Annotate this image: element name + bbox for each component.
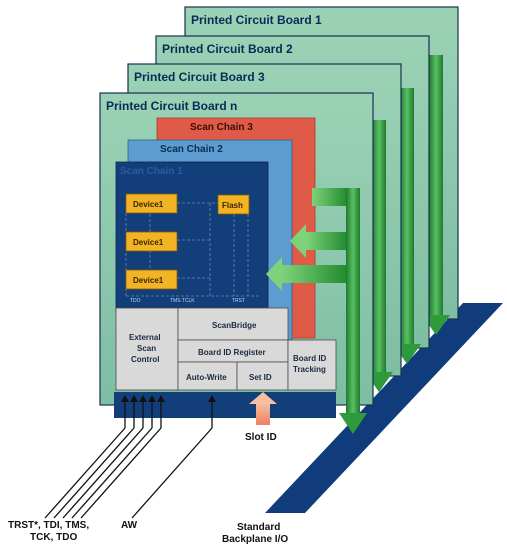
jtag-signal-arrowheads xyxy=(121,395,165,402)
external-scan-control-line3: Control xyxy=(131,355,159,364)
auto-write-label: Auto-Write xyxy=(186,373,227,382)
scan-chain-1-title: Scan Chain 1 xyxy=(120,166,183,177)
set-id-label: Set ID xyxy=(249,373,272,382)
backplane-label-line1: Standard xyxy=(237,522,280,533)
device-2-label: Device1 xyxy=(133,238,164,247)
board-3-title: Printed Circuit Board 3 xyxy=(134,70,265,84)
scan-chain-2-title: Scan Chain 2 xyxy=(160,144,223,155)
backplane xyxy=(265,303,503,513)
board-id-register-label: Board ID Register xyxy=(198,348,266,357)
board-1-connector-arrow xyxy=(429,55,443,315)
device-3-label: Device1 xyxy=(133,276,164,285)
svg-text:TDO: TDO xyxy=(130,298,141,304)
external-scan-control-line1: External xyxy=(129,333,161,342)
board-id-tracking-line2: Tracking xyxy=(293,365,326,374)
board-3-connector-arrow xyxy=(372,120,386,372)
board-id-tracking-line1: Board ID xyxy=(293,354,327,363)
green-arrow-1 xyxy=(312,188,348,206)
external-scan-control-line2: Scan xyxy=(137,344,156,353)
backplane-label-line2: Backplane I/O xyxy=(222,534,288,545)
slot-id-arrow xyxy=(249,392,277,425)
aw-signal-arrowhead xyxy=(208,395,216,402)
scanbridge-box xyxy=(177,307,289,341)
device-3-box xyxy=(125,269,178,290)
svg-text:TRST: TRST xyxy=(232,298,245,304)
flash-box xyxy=(217,194,250,215)
jtag-signals-line1: TRST*, TDI, TMS, xyxy=(8,520,89,531)
device-1-box xyxy=(125,193,178,214)
auto-write-box xyxy=(177,361,238,391)
board-n-connector-arrow xyxy=(346,188,360,413)
device-2-box xyxy=(125,231,178,252)
external-scan-control-box xyxy=(115,307,179,391)
flash-label: Flash xyxy=(222,201,243,210)
board-id-tracking-box xyxy=(287,339,337,391)
scan-chain-3-title: Scan Chain 3 xyxy=(190,122,253,133)
jtag-signals-line2: TCK, TDO xyxy=(30,532,77,543)
board-n-bus-band xyxy=(114,392,336,418)
board-2-title: Printed Circuit Board 2 xyxy=(162,42,293,56)
scanbridge-label: ScanBridge xyxy=(212,321,257,330)
set-id-box xyxy=(236,361,289,391)
aw-label: AW xyxy=(121,520,138,531)
board-n-title: Printed Circuit Board n xyxy=(106,99,237,113)
green-arrow-3 xyxy=(266,257,348,291)
svg-text:TMS TCLK: TMS TCLK xyxy=(170,298,195,304)
board-2-connector-arrow xyxy=(400,88,414,344)
jtag-signal-lines xyxy=(44,396,162,519)
device-1-label: Device1 xyxy=(133,200,164,209)
slot-id-label: Slot ID xyxy=(245,432,277,443)
board-1-title: Printed Circuit Board 1 xyxy=(191,13,322,27)
green-arrow-2 xyxy=(290,224,348,258)
